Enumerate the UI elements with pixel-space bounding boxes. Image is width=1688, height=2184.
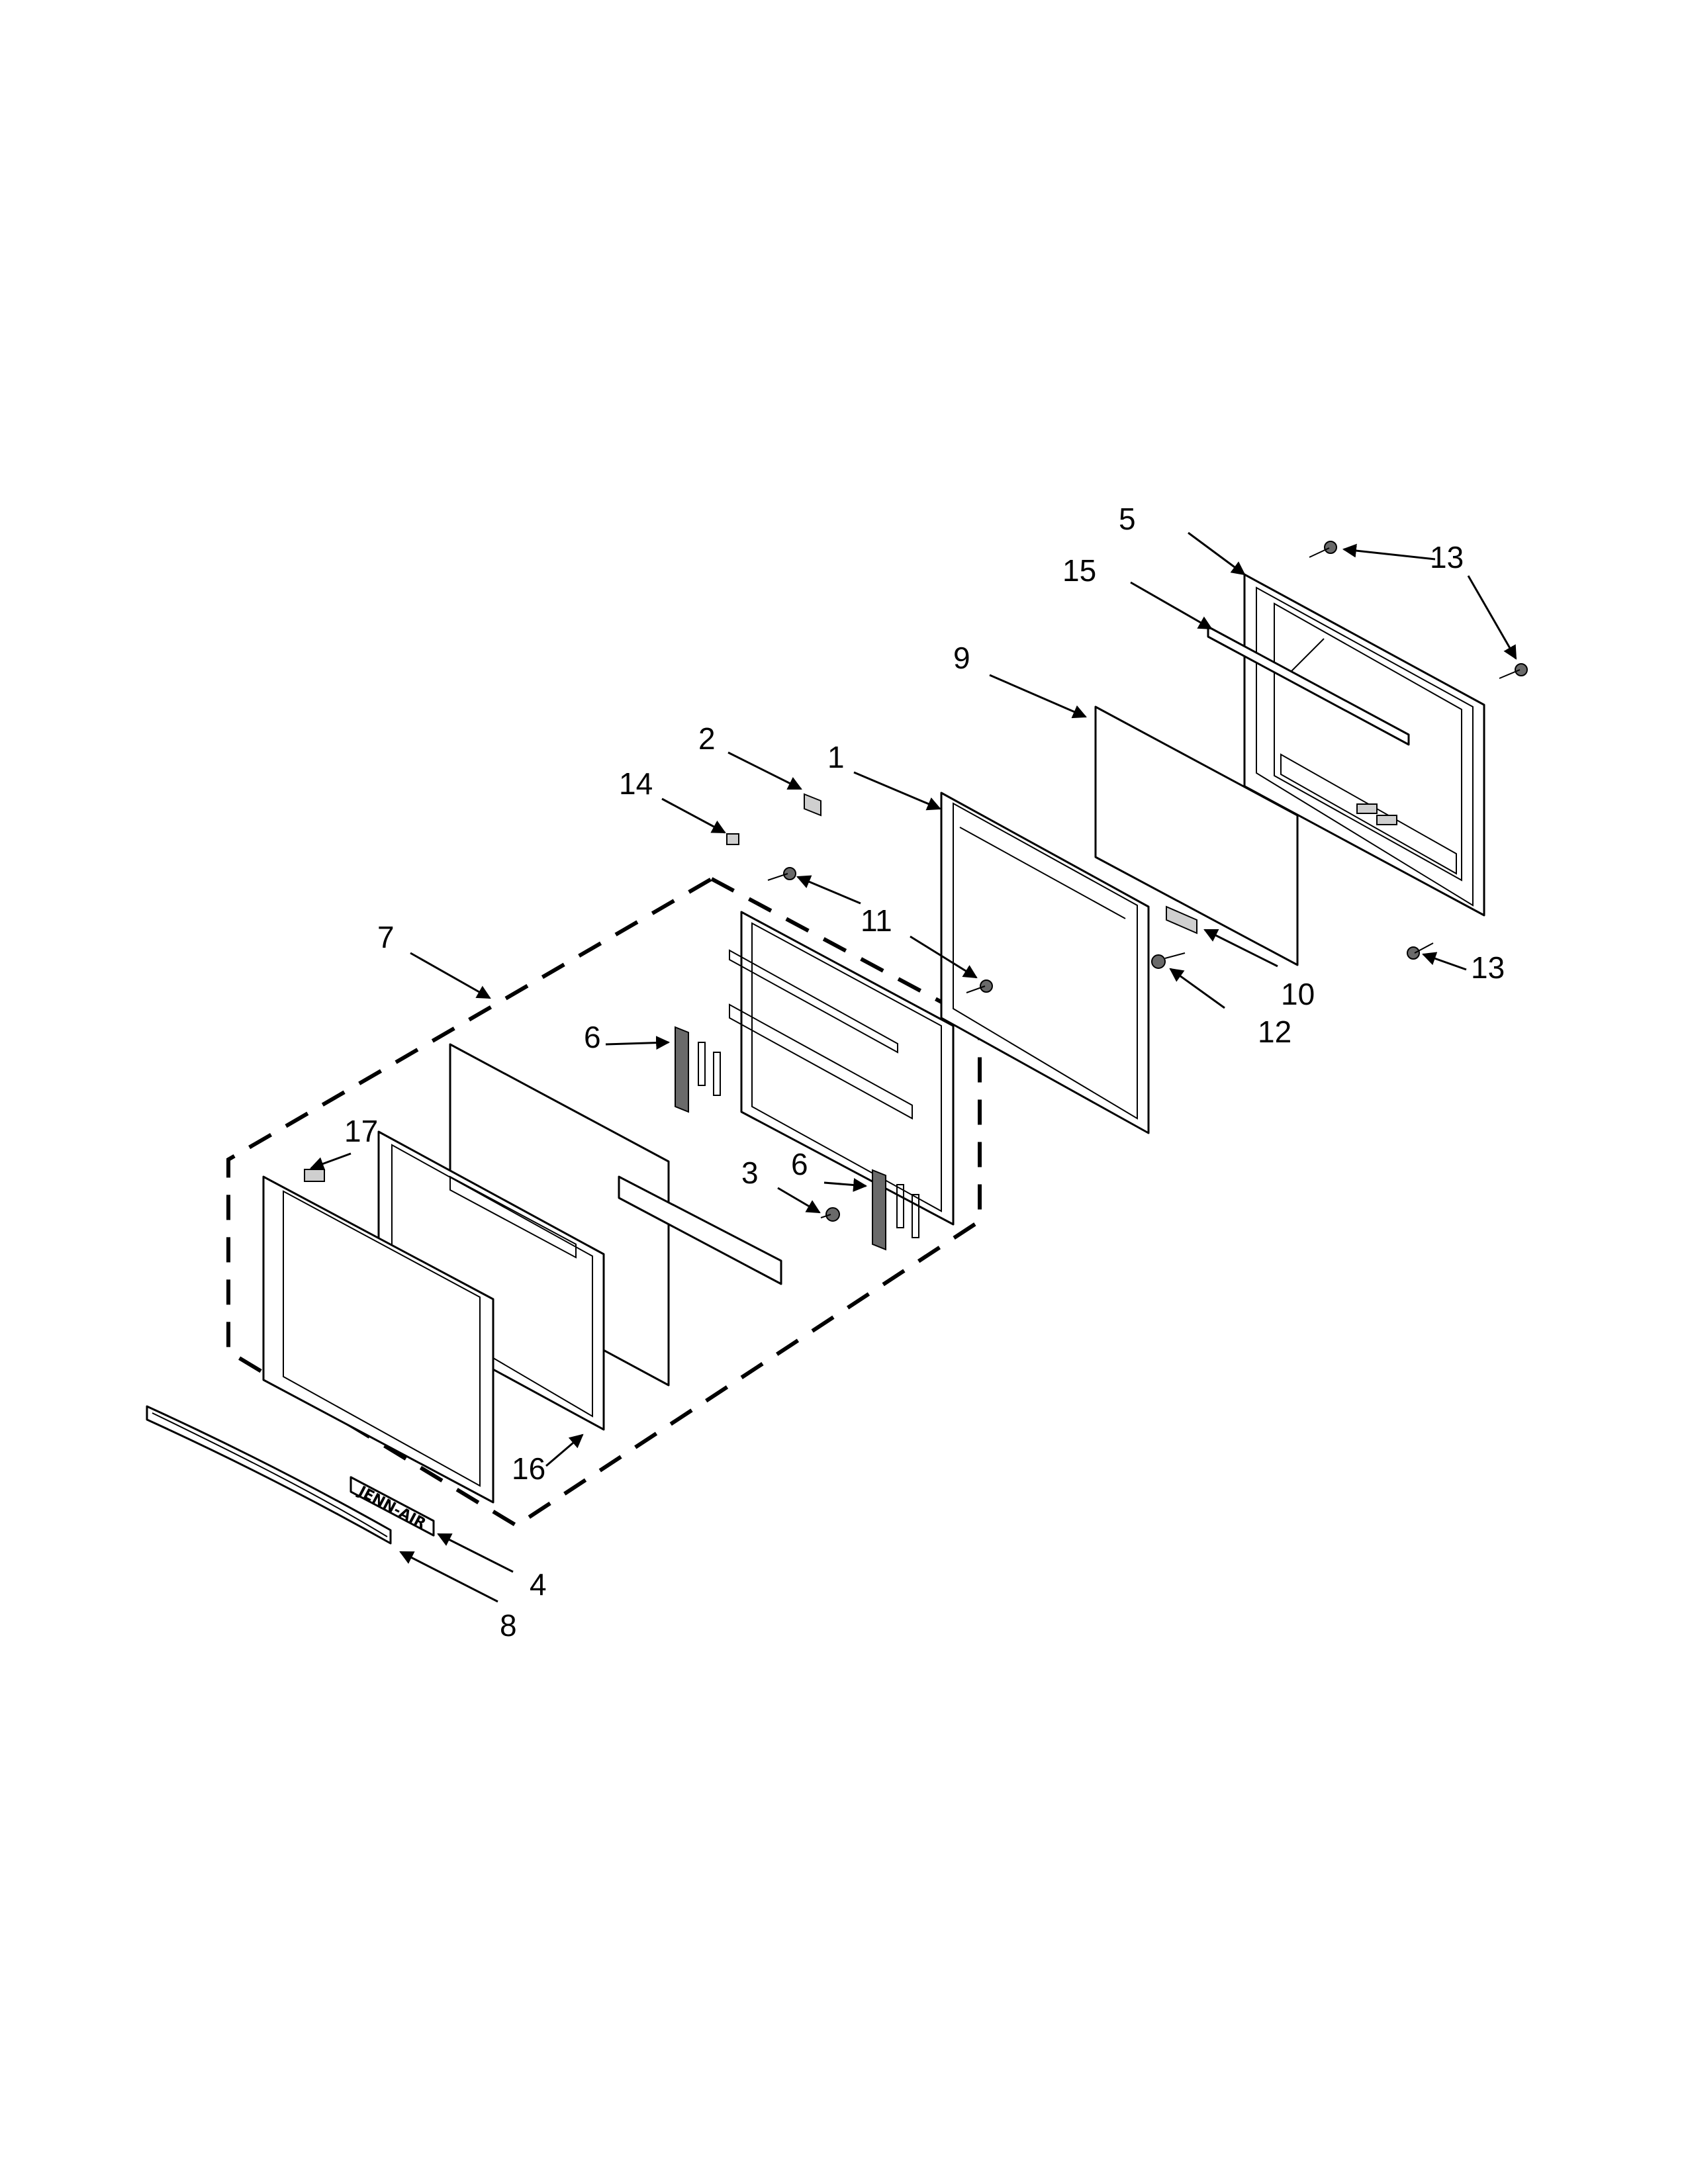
screw-13-top-left — [1309, 541, 1337, 558]
screw-11-upper — [767, 867, 796, 881]
small-bracket — [726, 833, 739, 845]
door-liner-frame — [940, 792, 1150, 1134]
outer-door-glass — [262, 1175, 494, 1504]
callout-2: 2 — [698, 721, 716, 756]
callout-12: 12 — [1258, 1015, 1291, 1049]
inner-door-frame — [729, 911, 955, 1226]
callout-1: 1 — [827, 740, 845, 774]
door-insert-plate — [1166, 905, 1197, 934]
callout-6-upper: 6 — [584, 1020, 601, 1054]
callout-9: 9 — [953, 641, 970, 675]
callout-17: 17 — [344, 1114, 378, 1148]
callout-11: 11 — [861, 903, 892, 938]
callout-16: 16 — [512, 1451, 545, 1486]
screw-12 — [1151, 952, 1186, 969]
clip — [804, 793, 821, 817]
door-handle — [146, 1405, 392, 1545]
callout-4: 4 — [530, 1567, 547, 1602]
inner-glass-panel — [1094, 705, 1299, 966]
leader-lines — [310, 531, 1517, 1603]
callout-10: 10 — [1281, 977, 1315, 1011]
door-hinge-lower — [872, 1169, 919, 1251]
callout-8: 8 — [500, 1608, 517, 1643]
outer-door-frame — [1243, 573, 1485, 917]
vent-bar — [1207, 625, 1410, 746]
screw-13-bottom — [1407, 942, 1434, 960]
door-hinge-upper — [675, 1026, 721, 1113]
callout-5: 5 — [1119, 502, 1136, 536]
screw-3 — [820, 1207, 840, 1222]
door-tab — [304, 1169, 325, 1182]
callout-7: 7 — [377, 920, 395, 954]
callout-13-bottom: 13 — [1471, 950, 1505, 985]
callout-15: 15 — [1062, 553, 1096, 588]
callout-6-lower: 6 — [791, 1147, 808, 1181]
callout-13-top: 13 — [1430, 540, 1464, 574]
callout-3: 3 — [741, 1156, 759, 1190]
screw-11-lower — [966, 979, 993, 993]
callout-14: 14 — [619, 766, 653, 801]
insulation-strip — [618, 1175, 782, 1285]
screw-13-right — [1499, 663, 1528, 679]
callout-labels: 5 15 13 9 2 1 14 11 7 10 13 12 6 17 3 6 … — [344, 502, 1505, 1643]
